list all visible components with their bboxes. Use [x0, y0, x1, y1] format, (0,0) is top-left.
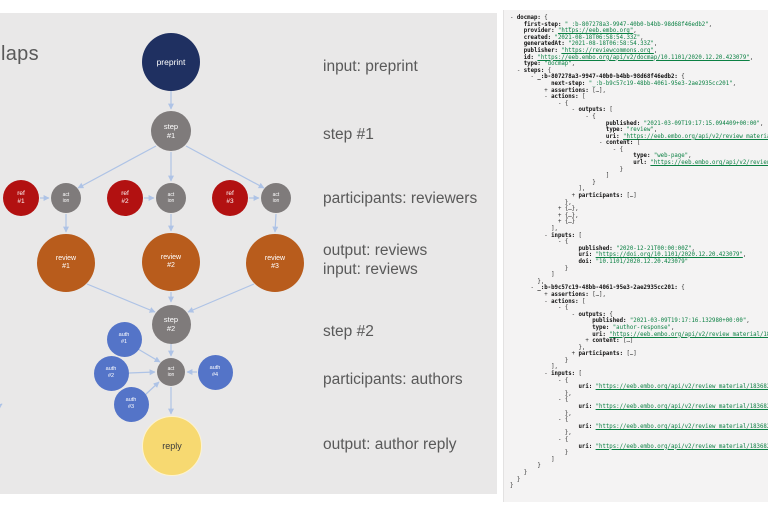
collapse-toggle[interactable]: - — [510, 15, 517, 21]
code-link[interactable]: "https://eeb.embo.org/api/v2/review_mate… — [595, 384, 768, 391]
node-ref-3: ref#3 — [212, 180, 248, 216]
annotation-output-reviews: output: reviews — [323, 242, 428, 259]
code-link[interactable]: "https://eeb.embo.org/api/v2/review_mate… — [595, 443, 768, 450]
collapse-toggle[interactable]: - — [544, 94, 552, 101]
code-link[interactable]: "https://reviewcommons.org" — [561, 47, 654, 54]
expand-toggle[interactable]: + — [585, 338, 593, 345]
collapse-toggle[interactable]: - — [557, 397, 565, 404]
node-reply: reply — [142, 416, 202, 476]
collapse-toggle[interactable]: - — [571, 107, 579, 114]
expand-toggle[interactable]: + — [571, 351, 579, 358]
code-link[interactable]: "https://eeb.embo.org/api/v2/review_mate… — [595, 404, 768, 411]
code-link[interactable]: "https://eeb.embo.org/api/v2/docmap/10.1… — [537, 54, 750, 61]
expand-toggle[interactable]: + — [557, 206, 565, 213]
annotation-participants-reviewers: participants: reviewers — [323, 190, 478, 207]
collapse-toggle[interactable]: - — [599, 140, 606, 147]
collapse-toggle[interactable]: - — [557, 377, 565, 384]
node-review-1: review#1 — [37, 234, 95, 292]
collapse-toggle[interactable]: - — [557, 417, 565, 424]
expand-toggle[interactable]: + — [571, 193, 579, 200]
node-step-2: step#2 — [151, 304, 191, 344]
code-link[interactable]: "https://doi.org/10.1101/2020.12.20.4230… — [595, 252, 743, 259]
annotation-step-2: step #2 — [323, 323, 374, 340]
node-auth-4: auth#4 — [197, 354, 233, 390]
expand-toggle[interactable]: + — [544, 87, 552, 94]
flow-arrows — [0, 91, 279, 415]
collapse-toggle[interactable]: - — [585, 113, 593, 120]
node-ref-1: ref#1 — [3, 180, 39, 216]
node-auth-2: auth#2 — [93, 355, 129, 391]
collapse-toggle[interactable]: - — [530, 285, 538, 292]
collapse-toggle[interactable]: - — [530, 74, 538, 81]
collapse-toggle[interactable]: - — [612, 146, 620, 153]
collapse-toggle[interactable]: - — [557, 100, 565, 107]
expand-toggle[interactable]: + — [544, 291, 552, 298]
collapse-toggle[interactable]: - — [544, 298, 552, 305]
collapse-toggle[interactable]: - — [557, 239, 565, 246]
node-review-2: review#2 — [142, 233, 200, 291]
annotation-step-1: step #1 — [323, 126, 374, 143]
expand-toggle[interactable]: + — [557, 212, 565, 219]
code-link[interactable]: "https://eeb.embo.org/api/v2/review_mate… — [595, 423, 768, 430]
node-auth-3: auth#3 — [113, 386, 149, 422]
collapse-toggle[interactable]: - — [516, 67, 524, 74]
node-step-1: step#1 — [151, 111, 191, 151]
node-auth-1: auth#1 — [106, 321, 142, 357]
collapse-toggle[interactable]: - — [557, 305, 565, 312]
node-preprint: preprint — [142, 33, 200, 91]
annotation-output-author-reply: output: author reply — [323, 436, 457, 453]
annotation-participants-authors: participants: authors — [323, 371, 463, 388]
collapse-toggle[interactable]: - — [544, 232, 552, 239]
code-link[interactable]: "https://eeb.embo.org/api/v2/review_mate… — [609, 331, 768, 338]
code-link[interactable]: "https://eeb.embo.org" — [557, 28, 634, 35]
annotation-input-reviews: input: reviews — [323, 261, 418, 278]
node-ref-2: ref#2 — [107, 180, 143, 216]
code-link[interactable]: "https://eeb.embo.org/api/v2/review_mate… — [623, 133, 768, 140]
json-code: - docmap: { first-step: "_:b-807278a3-99… — [504, 10, 768, 490]
json-panel: - docmap: { first-step: "_:b-807278a3-99… — [503, 10, 768, 502]
collapse-toggle[interactable]: - — [571, 311, 579, 318]
collapse-toggle[interactable]: - — [544, 371, 552, 378]
code-link[interactable]: "https://eeb.embo.org/api/v2/review_mate… — [650, 160, 768, 167]
collapse-toggle[interactable]: - — [557, 437, 565, 443]
slide-title-fragment: laps — [1, 43, 39, 65]
annotation-input-preprint: input: preprint — [323, 58, 418, 75]
expand-toggle[interactable]: + — [557, 219, 565, 226]
node-review-3: review#3 — [246, 234, 304, 292]
